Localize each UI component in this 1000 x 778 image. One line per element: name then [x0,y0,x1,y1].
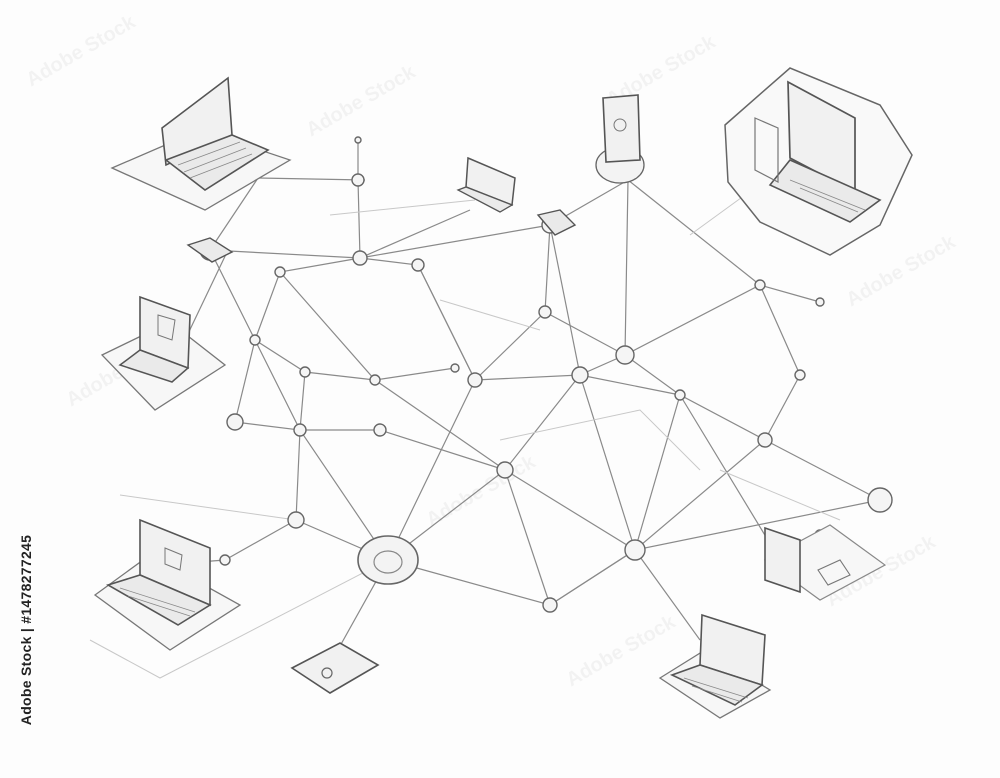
stock-id-text: Adobe Stock | #1478277245 [18,534,35,726]
laptop-icon [456,156,516,213]
tablet-icon [290,642,380,694]
node [467,372,483,388]
laptop-icon [93,518,242,651]
node [496,461,514,479]
tablet-icon [763,524,887,601]
node [373,423,387,437]
node [249,334,261,346]
stock-id-label: Adobe Stock | #1478277245 [16,530,36,730]
faint-lines [89,194,841,679]
node [352,250,368,266]
hub-icon [357,535,419,585]
node [226,413,244,431]
node [867,487,893,513]
node [754,279,766,291]
node [538,305,552,319]
node [624,539,646,561]
node [542,597,558,613]
phone-icon [595,94,645,184]
laptop-icon [100,295,227,411]
node [219,554,231,566]
laptop-icon [658,613,772,719]
node [354,136,362,144]
network-nodes [199,136,893,613]
node [571,366,589,384]
node [369,374,381,386]
node [351,173,365,187]
node [794,369,806,381]
laptop-icon [110,76,292,211]
device-icon [186,209,577,263]
node [411,258,425,272]
node [287,511,305,529]
node [815,297,825,307]
laptop-icon [724,67,913,256]
node [615,345,635,365]
node [299,366,311,378]
node [274,266,286,278]
node [757,432,773,448]
node [450,363,460,373]
node [674,389,686,401]
node [293,423,307,437]
